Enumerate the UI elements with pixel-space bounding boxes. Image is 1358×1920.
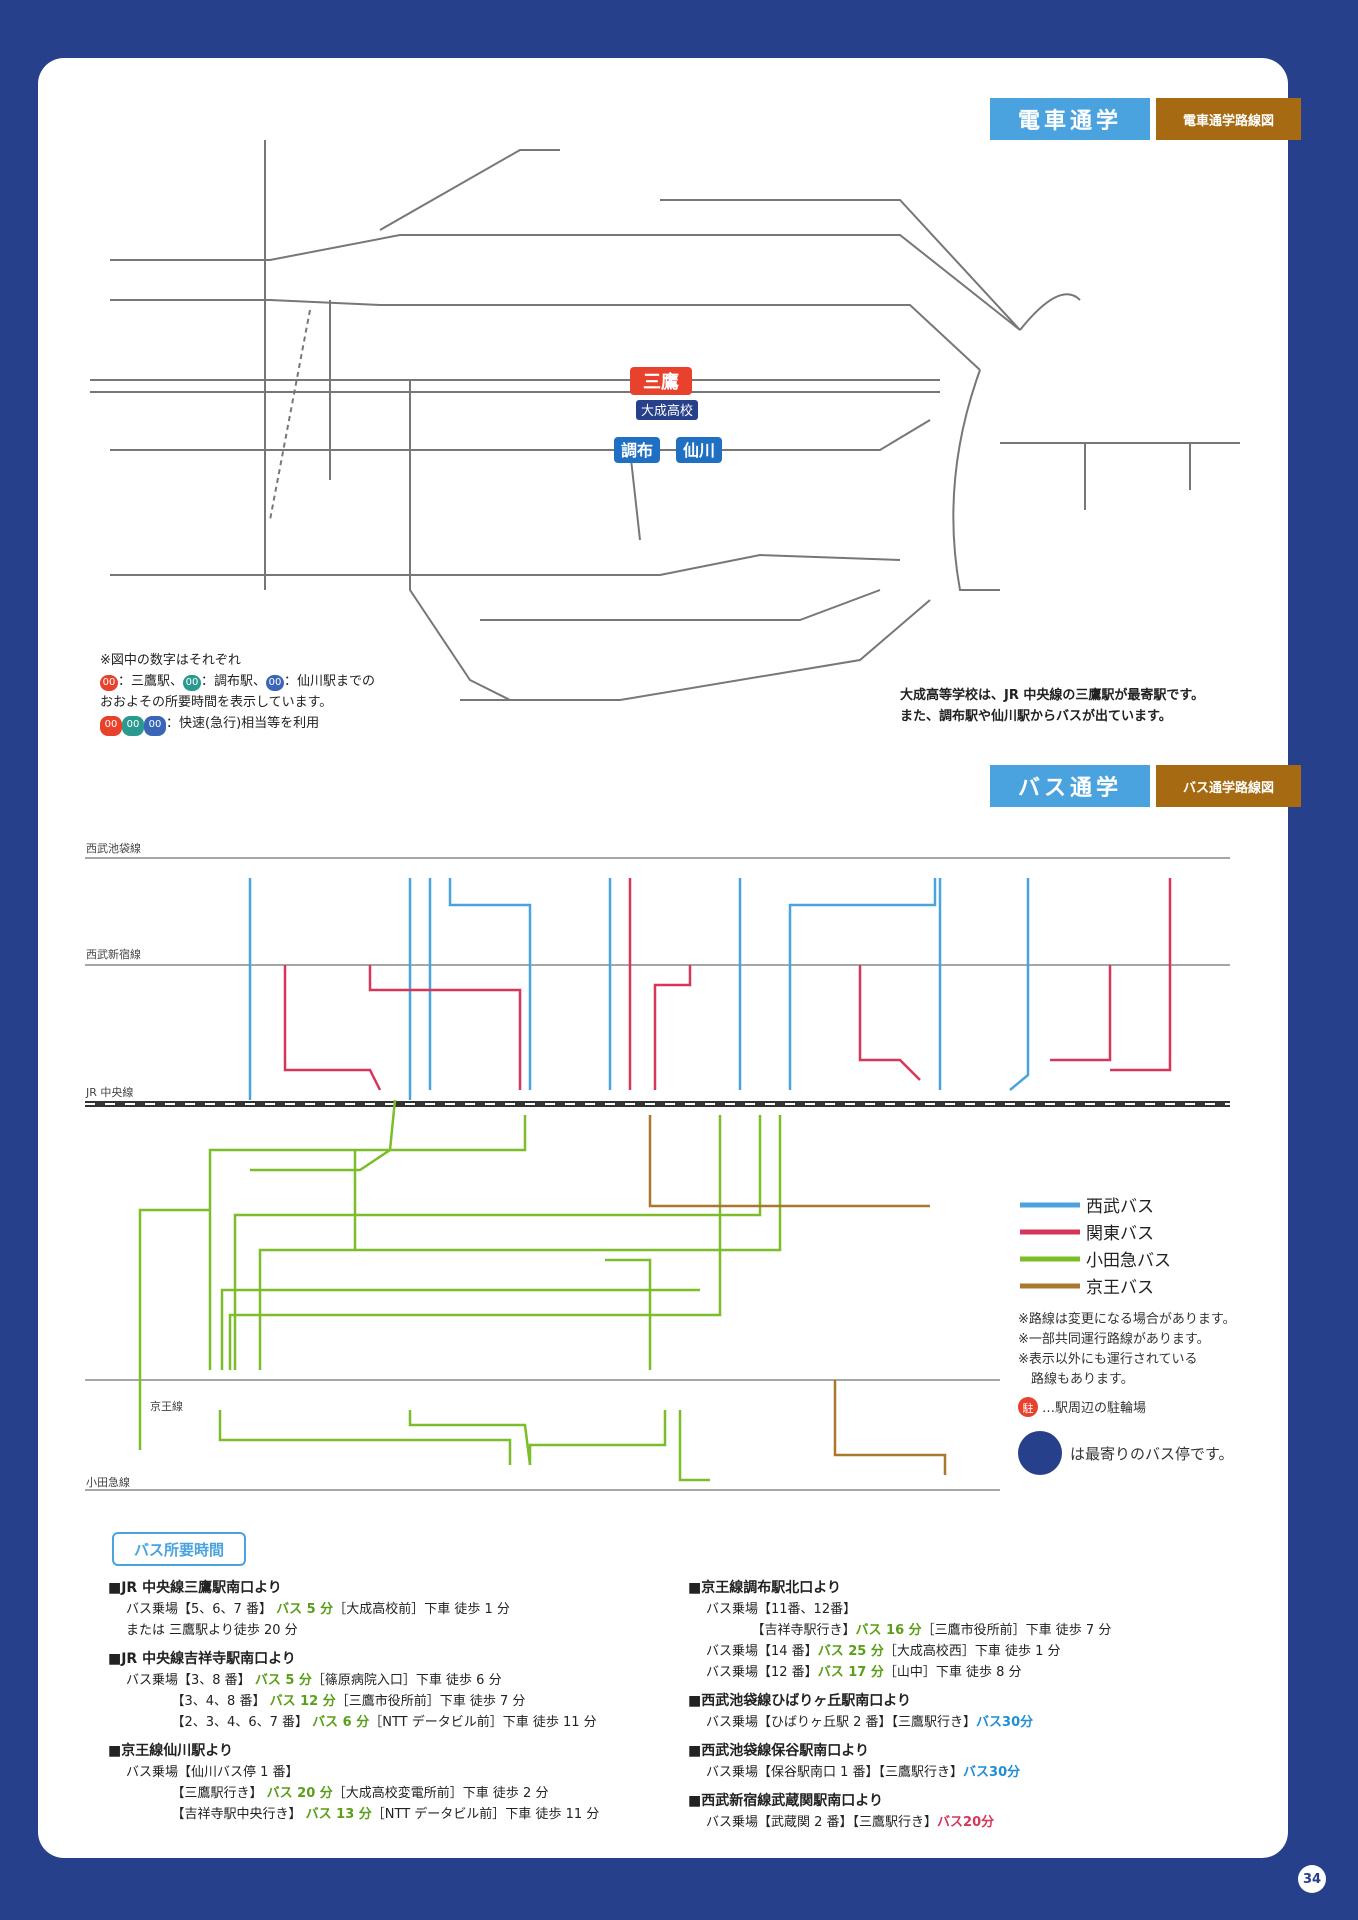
bus-times-heading: ■西武池袋線ひばりヶ丘駅南口より bbox=[688, 1693, 911, 1709]
svg-text:京王線: 京王線 bbox=[150, 1399, 183, 1413]
teal-express-badge: 00 bbox=[122, 716, 144, 736]
bus-times-line: バス乗場【ひばりヶ丘駅 2 番】【三鷹駅行き】バス30分 bbox=[706, 1715, 1034, 1730]
bus-stop-note: は最寄りのバス停です。 bbox=[1070, 1445, 1234, 1463]
bus-times-line: 【吉祥寺駅中央行き】 バス 13 分［NTT データビル前］下車 徒歩 11 分 bbox=[126, 1807, 600, 1822]
bus-route-map: 西武池袋線 西武新宿線 JR 中央線 京王線 小田急線 bbox=[85, 841, 1236, 1491]
sengawa-hub-label: 仙川 bbox=[683, 441, 715, 460]
orange-sample-badge: 00 bbox=[100, 675, 118, 691]
bus-times-heading: ■西武池袋線保谷駅南口より bbox=[688, 1743, 869, 1759]
chofu-hub-label: 調布 bbox=[621, 441, 653, 460]
parking-icon bbox=[1018, 1397, 1038, 1417]
svg-text:路線もあります。: 路線もあります。 bbox=[1018, 1371, 1134, 1387]
bus-times-line: バス乗場【5、6、7 番】 バス 5 分［大成高校前］下車 徒歩 1 分 bbox=[126, 1602, 510, 1617]
blue-express-badge: 00 bbox=[144, 716, 166, 736]
bus-times-line: バス乗場【3、8 番】 バス 5 分［篠原病院入口］下車 徒歩 6 分 bbox=[126, 1673, 502, 1688]
train-legend-note: ※図中の数字はそれぞれ 00：三鷹駅、00：調布駅、00：仙川駅までの おおよそ… bbox=[100, 650, 375, 736]
train-header-subtitle: 電車通学路線図 bbox=[1156, 98, 1301, 140]
bus-legend: 西武バス 関東バス 小田急バス 京王バス bbox=[1020, 1197, 1171, 1298]
legend-keio: 京王バス bbox=[1086, 1278, 1154, 1298]
svg-text:※一部共同運行路線があります。: ※一部共同運行路線があります。 bbox=[1018, 1331, 1210, 1347]
sengawa-hub bbox=[676, 437, 722, 463]
blue-sample-badge: 00 bbox=[266, 675, 285, 691]
bus-times-line: バス乗場【仙川バス停 1 番】 bbox=[126, 1765, 299, 1780]
train-note-line1: ※図中の数字はそれぞれ bbox=[100, 653, 241, 668]
train-header-title: 電車通学 bbox=[990, 98, 1150, 140]
legend-kanto: 関東バス bbox=[1086, 1224, 1154, 1244]
bus-times-line: バス乗場【14 番】バス 25 分［大成高校西］下車 徒歩 1 分 bbox=[706, 1644, 1061, 1659]
bus-header-title: バス通学 bbox=[990, 765, 1150, 807]
bus-times-line: 【吉祥寺駅行き】バス 16 分［三鷹市役所前］下車 徒歩 7 分 bbox=[706, 1623, 1112, 1638]
bus-times-line: バス乗場【11番、12番】 bbox=[706, 1602, 857, 1617]
page-card bbox=[38, 58, 1288, 1858]
bus-times-line: 【2、3、4、6、7 番】 バス 6 分［NTT データビル前］下車 徒歩 11… bbox=[126, 1715, 597, 1730]
legend-odakyu: 小田急バス bbox=[1086, 1251, 1171, 1271]
bus-times-line: 【三鷹駅行き】 バス 20 分［大成高校変電所前］下車 徒歩 2 分 bbox=[126, 1786, 549, 1801]
school-badge bbox=[636, 400, 698, 420]
svg-text:※路線は変更になる場合があります。: ※路線は変更になる場合があります。 bbox=[1018, 1311, 1236, 1327]
svg-text:小田急線: 小田急線 bbox=[86, 1475, 130, 1489]
bus-times-right: ■京王線調布駅北口よりバス乗場【11番、12番】 【吉祥寺駅行き】バス 16 分… bbox=[688, 1570, 1111, 1833]
bus-times-left: ■JR 中央線三鷹駅南口よりバス乗場【5、6、7 番】 バス 5 分［大成高校前… bbox=[108, 1570, 599, 1825]
bus-times-heading: ■西武新宿線武蔵関駅南口より bbox=[688, 1793, 883, 1809]
train-note-line3: おおよその所要時間を表示しています。 bbox=[100, 695, 333, 710]
bus-times-line: または 三鷹駅より徒歩 20 分 bbox=[126, 1623, 298, 1638]
bus-times-line: バス乗場【12 番】バス 17 分［山中］下車 徒歩 8 分 bbox=[706, 1665, 1022, 1680]
bus-section-header: バス通学 バス通学路線図 bbox=[990, 765, 1301, 807]
teal-sample-badge: 00 bbox=[183, 675, 202, 691]
svg-text:JR 中央線: JR 中央線 bbox=[85, 1085, 133, 1099]
legend-seibu: 西武バス bbox=[1086, 1197, 1154, 1217]
train-note-line2: 00：三鷹駅、00：調布駅、00：仙川駅までの bbox=[100, 671, 375, 692]
school-access-note: 大成高等学校は、JR 中央線の三鷹駅が最寄駅です。 また、調布駅や仙川駅からバス… bbox=[900, 688, 1205, 724]
parking-note: …駅周辺の駐輪場 bbox=[1042, 1400, 1146, 1416]
mitaka-hub bbox=[630, 367, 692, 395]
bus-stop-icon bbox=[1018, 1431, 1062, 1475]
chofu-hub bbox=[614, 437, 660, 463]
bus-times-heading: ■京王線調布駅北口より bbox=[688, 1580, 841, 1596]
mitaka-hub-label: 三鷹 bbox=[643, 371, 679, 393]
bus-times-line: 【3、4、8 番】 バス 12 分［三鷹市役所前］下車 徒歩 7 分 bbox=[126, 1694, 526, 1709]
page-number: 34 bbox=[1298, 1865, 1326, 1893]
bus-times-title: バス所要時間 bbox=[112, 1532, 246, 1566]
bus-times-heading: ■JR 中央線吉祥寺駅南口より bbox=[108, 1651, 296, 1667]
school-badge-label: 大成高校 bbox=[641, 403, 693, 419]
bus-times-heading: ■JR 中央線三鷹駅南口より bbox=[108, 1580, 282, 1596]
bus-times-line: バス乗場【保谷駅南口 1 番】【三鷹駅行き】バス30分 bbox=[706, 1765, 1021, 1780]
parking-icon-label: 駐 bbox=[1023, 1401, 1034, 1415]
svg-text:※表示以外にも運行されている: ※表示以外にも運行されている bbox=[1018, 1352, 1198, 1367]
svg-text:西武池袋線: 西武池袋線 bbox=[86, 841, 141, 855]
train-section-header: 電車通学 電車通学路線図 bbox=[990, 98, 1301, 140]
bus-header-subtitle: バス通学路線図 bbox=[1156, 765, 1301, 807]
svg-text:西武新宿線: 西武新宿線 bbox=[86, 947, 141, 961]
orange-express-badge: 00 bbox=[100, 716, 122, 736]
bus-times-line: バス乗場【武蔵関 2 番】【三鷹駅行き】バス20分 bbox=[706, 1815, 995, 1830]
train-route-map: 三鷹 大成高校 調布 仙川 bbox=[90, 140, 1240, 701]
bus-notes: ※路線は変更になる場合があります。 ※一部共同運行路線があります。 ※表示以外に… bbox=[1018, 1311, 1236, 1387]
bus-times-heading: ■京王線仙川駅より bbox=[108, 1743, 233, 1759]
